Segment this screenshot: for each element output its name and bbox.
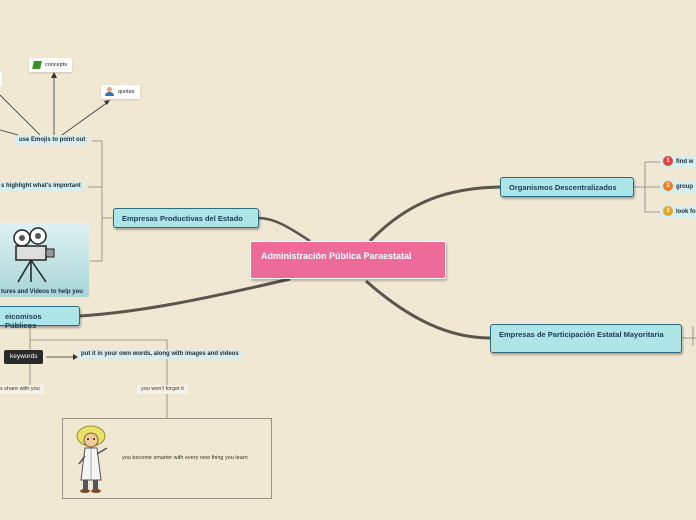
topic-organismos-label: Organismos Descentralizados — [509, 183, 617, 192]
central-topic[interactable]: Administración Pública Paraestatal — [250, 241, 446, 279]
number-one-icon: 1 — [663, 156, 673, 167]
subtopic-smarter-label: you become smarter with every new thing … — [122, 455, 248, 461]
subtopic-highlight[interactable]: s highlight what's important — [0, 182, 84, 191]
subtopic-offscreen-stub — [0, 72, 2, 86]
subtopic-emojis-label: use Emojis to point out — [19, 137, 86, 143]
subtopic-concepts[interactable]: concepts — [29, 58, 73, 72]
subtopic-own-words[interactable]: put it in your own words, along with ima… — [78, 350, 242, 359]
topic-fideicomisos-label: eicomisos Públicos — [5, 312, 42, 330]
number-two-icon: 2 — [663, 181, 673, 192]
branch-organismos — [368, 185, 501, 243]
subtopic-look-label: look fo — [676, 209, 696, 215]
subtopic-forget-label: you won't forget it — [141, 386, 184, 392]
topic-participacion[interactable]: Empresas de Participación Estatal Mayori… — [490, 324, 682, 353]
subtopic-quotes[interactable]: quotes — [101, 85, 140, 99]
topic-organismos[interactable]: Organismos Descentralizados — [500, 177, 634, 197]
topic-productivas-label: Empresas Productivas del Estado — [122, 214, 243, 223]
subtopic-share[interactable]: s share with you — [0, 385, 44, 394]
subtopic-share-label: s share with you — [0, 386, 40, 392]
subtopic-pictures-label: tures and Videos to help you — [1, 289, 83, 295]
movie-camera-icon — [13, 227, 55, 283]
branch-productivas — [257, 216, 311, 243]
branch-participacion — [365, 279, 491, 340]
subtopic-forget[interactable]: you won't forget it — [137, 385, 188, 394]
branch-fideicomisos — [79, 277, 291, 318]
subtopic-keywords[interactable]: keywords — [4, 350, 44, 364]
subtopic-quotes-label: quotes — [118, 89, 135, 95]
subtopic-pictures[interactable]: tures and Videos to help you — [0, 223, 89, 297]
subtopic-emojis[interactable]: use Emojis to point out — [16, 136, 89, 145]
subtopic-highlight-label: s highlight what's important — [1, 183, 81, 189]
topic-participacion-label: Empresas de Participación Estatal Mayori… — [499, 330, 664, 339]
subtopic-smarter[interactable]: you become smarter with every new thing … — [62, 418, 272, 499]
book-icon — [32, 60, 42, 69]
central-topic-label: Administración Pública Paraestatal — [261, 251, 412, 261]
subtopic-own-words-label: put it in your own words, along with ima… — [81, 351, 239, 357]
subtopic-concepts-label: concepts — [45, 62, 68, 68]
scientist-icon — [76, 425, 108, 493]
person-icon — [105, 87, 114, 97]
subtopic-find-label: find w — [676, 159, 694, 165]
subtopic-group-label: group — [676, 184, 693, 190]
subtopic-keywords-label: keywords — [10, 353, 38, 360]
number-three-icon: 3 — [663, 206, 673, 217]
topic-productivas[interactable]: Empresas Productivas del Estado — [113, 208, 259, 228]
topic-fideicomisos[interactable]: eicomisos Públicos — [0, 306, 80, 330]
